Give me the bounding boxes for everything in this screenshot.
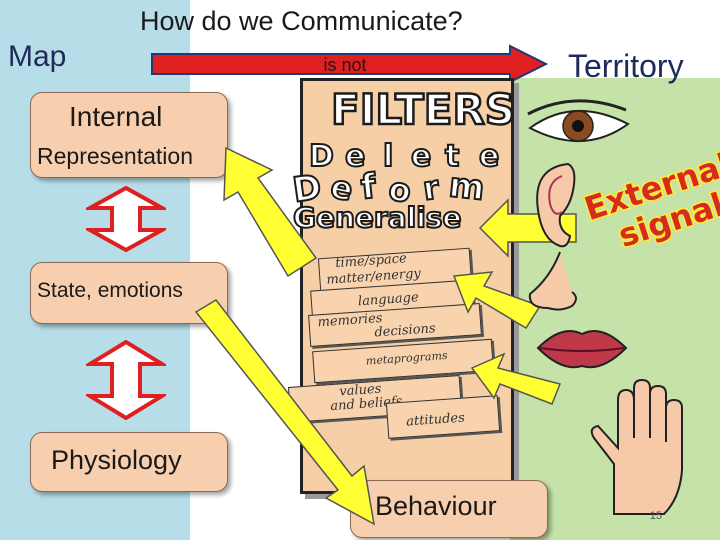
- physiology-label: Physiology: [51, 445, 182, 475]
- delete-letter: e: [478, 138, 500, 175]
- behaviour-label: Behaviour: [375, 491, 497, 521]
- card-label: decisions: [373, 321, 437, 341]
- double-arrow-lower: [86, 340, 166, 420]
- nose-icon: [528, 251, 577, 311]
- delete-word: D e l e t e: [303, 138, 511, 175]
- card-label: language: [357, 290, 420, 310]
- physiology-box: Physiology: [30, 432, 228, 492]
- external-signal: External signal: [578, 144, 720, 250]
- delete-letter: l: [382, 138, 394, 175]
- card-label: attitudes: [405, 410, 466, 430]
- state-emotions-box: State, emotions: [30, 262, 228, 324]
- internal-label: Internal: [69, 101, 163, 132]
- double-arrow-upper: [86, 186, 166, 252]
- filters-heading: FILTERS: [330, 84, 517, 136]
- state-emotions-label: State, emotions: [37, 279, 183, 302]
- page-number: 15: [649, 510, 662, 522]
- delete-letter: e: [410, 138, 432, 175]
- card-label: metaprograms: [365, 348, 448, 368]
- delete-letter: e: [344, 138, 366, 175]
- filters-panel: FILTERS D e l e t e D e f o r m Generali…: [287, 78, 517, 494]
- generalise-word: Generalise: [292, 200, 462, 235]
- hand-icon: [590, 378, 683, 515]
- territory-label: Territory: [568, 48, 684, 84]
- filter-card: attitudes: [385, 395, 501, 439]
- representation-label: Representation: [37, 143, 193, 169]
- mouth-icon: [536, 330, 628, 369]
- is-not-label: is not: [323, 55, 366, 75]
- filter-card: metaprograms: [312, 338, 494, 384]
- behaviour-box: Behaviour: [350, 480, 548, 538]
- page-title: How do we Communicate?: [140, 6, 463, 36]
- ear-icon: [536, 162, 576, 248]
- card-label: memories: [317, 310, 383, 331]
- map-label: Map: [8, 40, 67, 73]
- is-not-arrow: is not: [151, 44, 549, 84]
- delete-letter: t: [444, 138, 460, 175]
- internal-representation-box: Internal Representation: [30, 92, 228, 178]
- eye-icon: [527, 99, 630, 143]
